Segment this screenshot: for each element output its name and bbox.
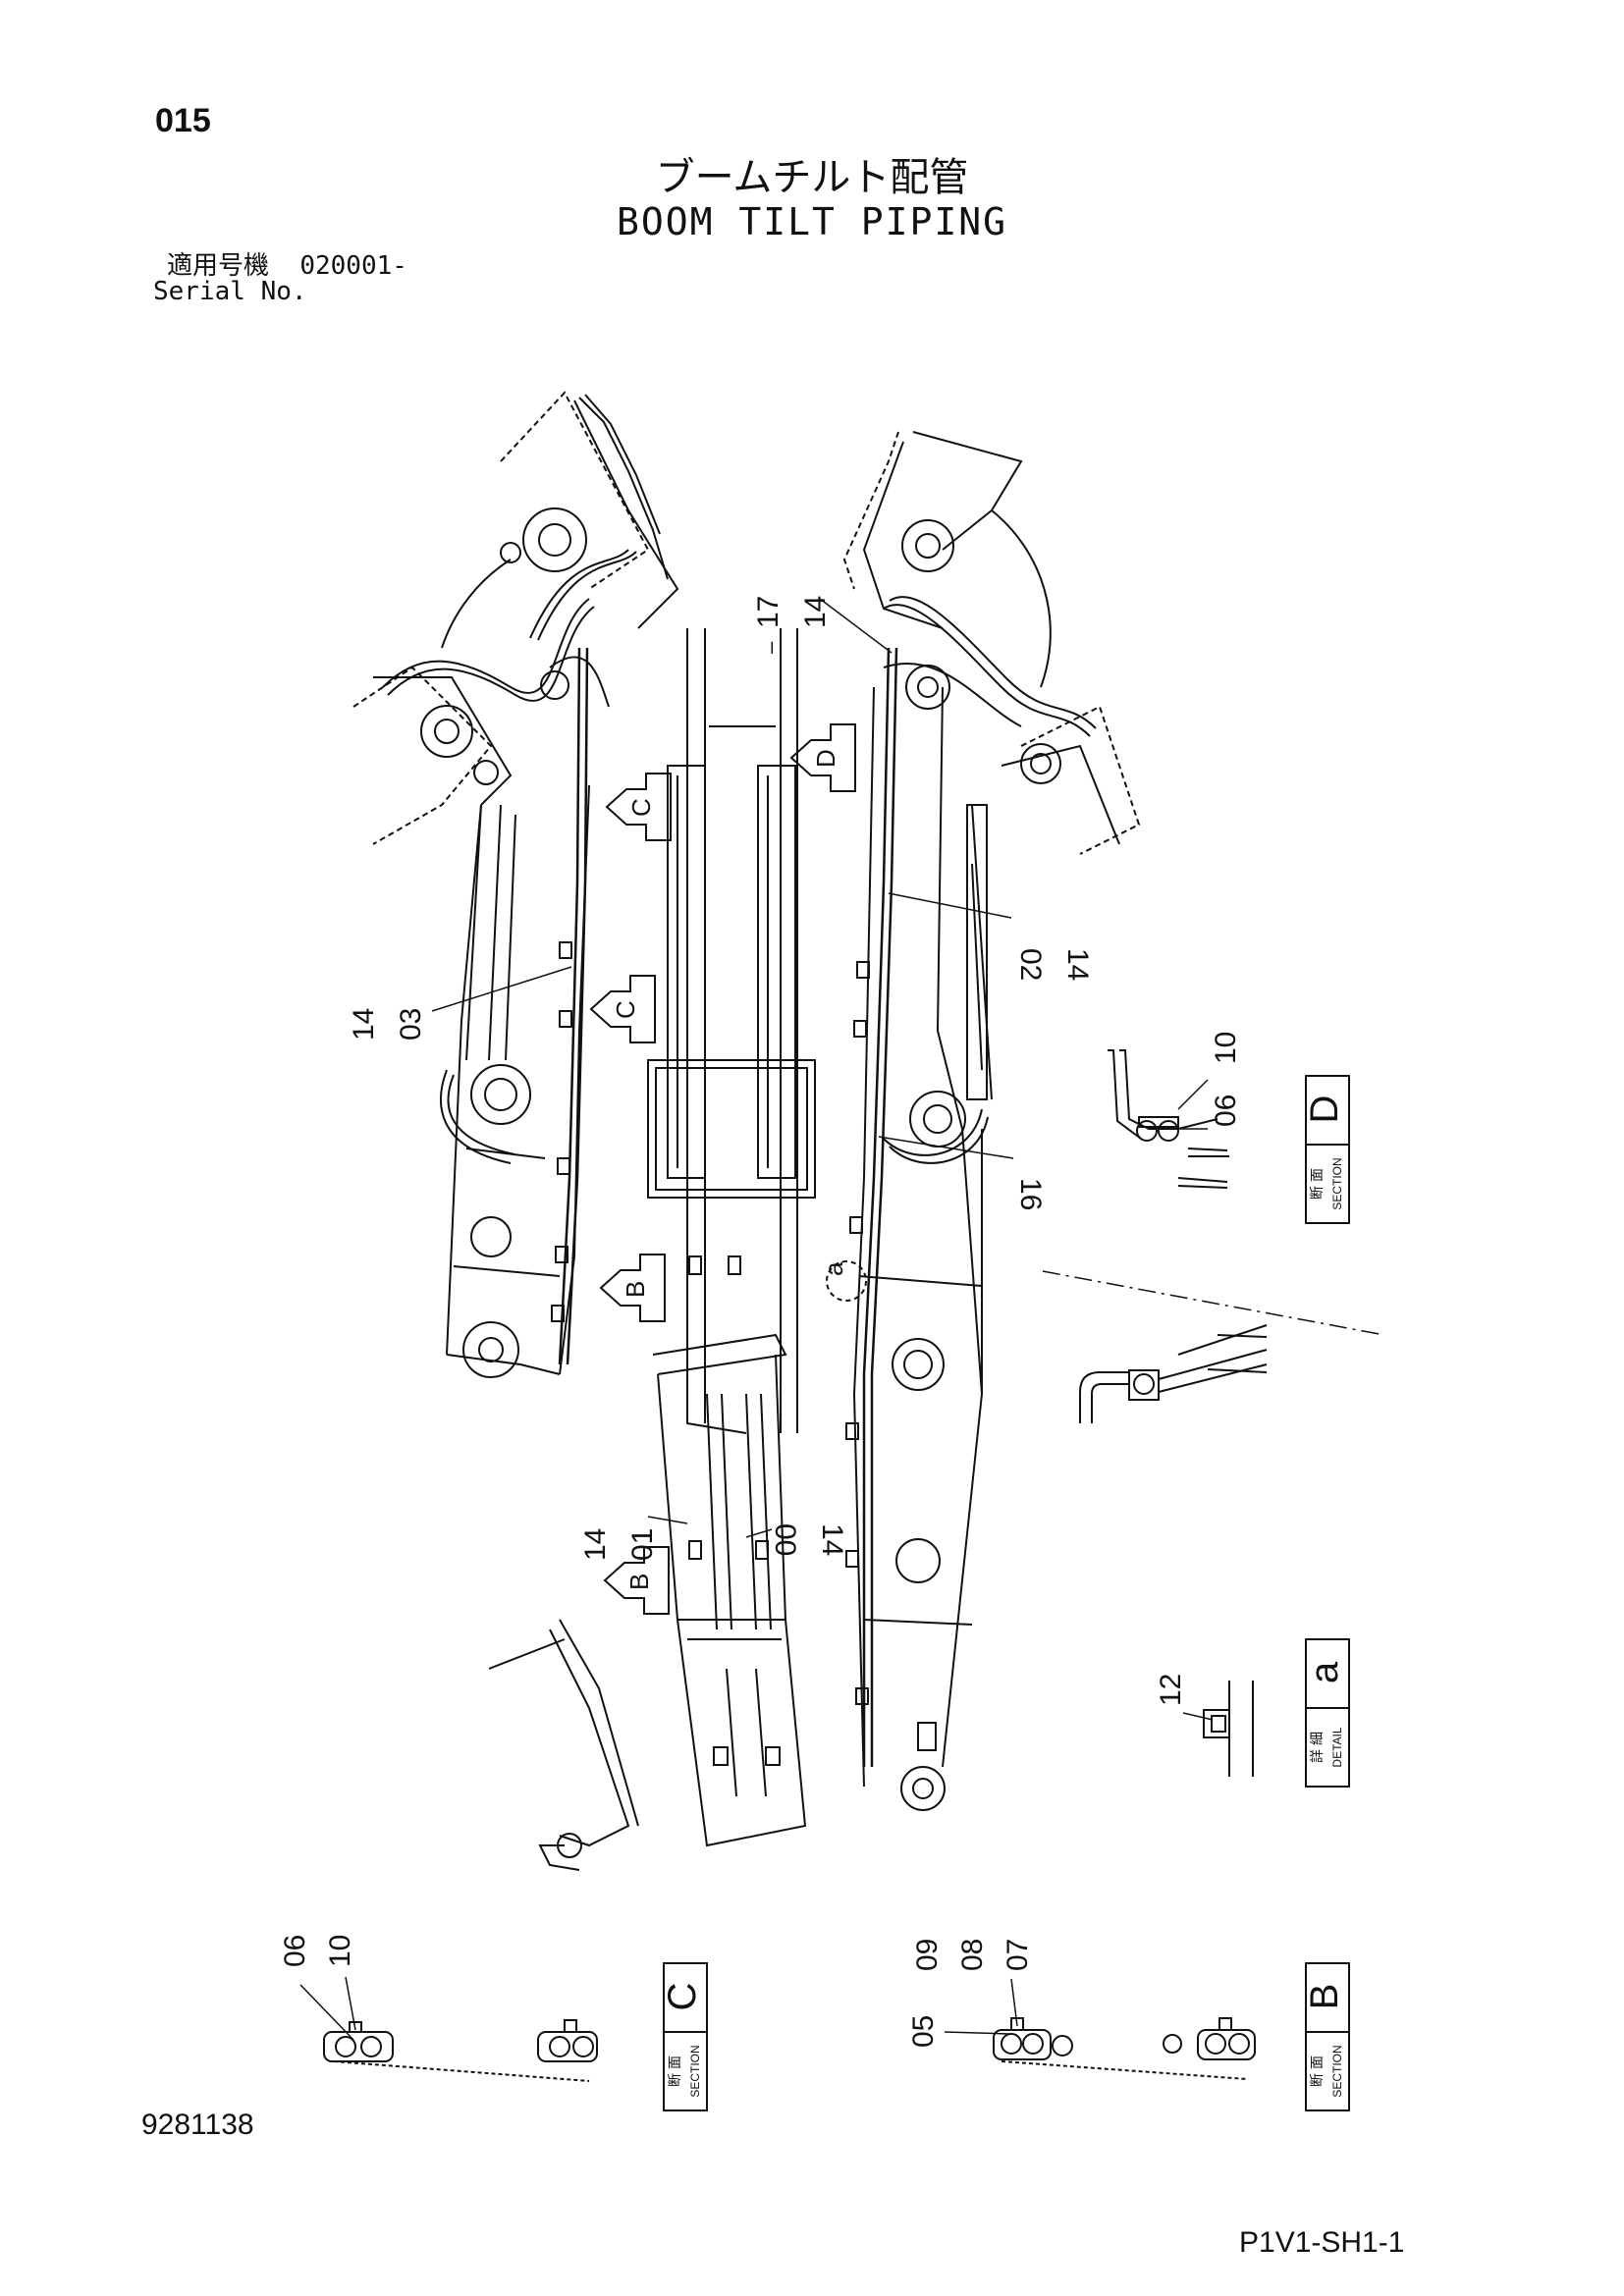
part-label-14b: 14 xyxy=(1061,948,1094,981)
detail-a-circle xyxy=(826,1260,867,1302)
section-d-detail xyxy=(1108,1049,1229,1189)
arrow-label-c1: C xyxy=(626,798,656,817)
section-d-letter: D xyxy=(1303,1095,1346,1124)
serial-label-en: Serial No. xyxy=(153,277,307,306)
part-labels: 17 – 14 02 14 14 03 16 14 01 00 14 10 06… xyxy=(279,596,1242,2048)
part-label-02: 02 xyxy=(1014,948,1047,981)
section-b-letter: B xyxy=(1303,1984,1346,2010)
part-label-14a: 14 xyxy=(799,596,832,628)
section-c-letter: C xyxy=(661,1983,704,2011)
part-label-10b: 10 xyxy=(324,1935,356,1967)
arrow-label-b2: B xyxy=(624,1574,654,1590)
part-label-08: 08 xyxy=(956,1939,989,1971)
title-japanese: ブームチルト配管 xyxy=(655,155,969,200)
center-line xyxy=(1042,1270,1385,1336)
sheet-code: P1V1-SH1-1 xyxy=(1239,2226,1405,2259)
part-label-03: 03 xyxy=(395,1008,427,1041)
part-label-10a: 10 xyxy=(1210,1032,1242,1064)
part-label-05: 05 xyxy=(907,2015,940,2048)
document-number: 9281138 xyxy=(141,2109,254,2141)
part-label-06b: 06 xyxy=(279,1935,311,1967)
tag-section-d: D 断 面 SECTION xyxy=(1303,1075,1350,1224)
part-label-01: 01 xyxy=(626,1528,659,1561)
section-c-en: SECTION xyxy=(688,2045,702,2097)
left-boom-assembly xyxy=(352,391,679,1378)
part-sep: – xyxy=(758,641,783,654)
arrow-label-d: D xyxy=(811,749,840,768)
part-label-06a: 06 xyxy=(1210,1095,1242,1127)
part-label-12: 12 xyxy=(1155,1674,1187,1706)
pipe-detail-right xyxy=(1079,1324,1268,1423)
serial-label-jp: 適用号機 xyxy=(167,251,270,281)
part-label-14d: 14 xyxy=(579,1528,612,1561)
page-number: 015 xyxy=(155,102,211,139)
section-d-jp: 断 面 xyxy=(1309,1168,1325,1200)
tag-section-c: C 断 面 SECTION xyxy=(661,1962,708,2111)
part-label-07: 07 xyxy=(1001,1939,1034,1971)
view-arrows: C C D B B xyxy=(589,723,856,1615)
section-d-en: SECTION xyxy=(1330,1157,1344,1209)
part-label-00: 00 xyxy=(769,1523,801,1556)
part-label-14e: 14 xyxy=(816,1523,848,1556)
leader-lines xyxy=(299,598,1214,2041)
detail-a-jp: 詳 細 xyxy=(1309,1732,1325,1763)
section-b-drawing xyxy=(993,2017,1256,2080)
serial-range: 020001- xyxy=(299,251,407,281)
section-c-drawing xyxy=(323,2019,598,2082)
lower-left-arm xyxy=(488,1619,639,1871)
section-b-jp: 断 面 xyxy=(1309,2056,1325,2087)
part-label-16: 16 xyxy=(1014,1178,1047,1210)
tag-detail-a: a 詳 細 DETAIL xyxy=(1303,1638,1350,1788)
arrow-label-c2: C xyxy=(611,1000,640,1019)
part-label-17: 17 xyxy=(752,596,785,628)
title-english: BOOM TILT PIPING xyxy=(616,200,1008,243)
arrow-label-b1: B xyxy=(621,1281,650,1298)
part-label-09: 09 xyxy=(911,1939,944,1971)
serial-block: 適用号機 020001- Serial No. xyxy=(153,251,407,304)
detail-a-letter: a xyxy=(1303,1661,1346,1683)
center-boom-assembly xyxy=(647,628,816,1847)
detail-a-en: DETAIL xyxy=(1330,1727,1344,1767)
section-b-en: SECTION xyxy=(1330,2045,1344,2097)
right-boom-assembly xyxy=(842,431,1141,1811)
detail-a-drawing xyxy=(1203,1681,1254,1777)
tag-section-b: B 断 面 SECTION xyxy=(1303,1962,1350,2111)
part-label-14c: 14 xyxy=(348,1008,380,1041)
section-c-jp: 断 面 xyxy=(667,2056,682,2087)
detail-marker-a: a xyxy=(819,1261,848,1276)
